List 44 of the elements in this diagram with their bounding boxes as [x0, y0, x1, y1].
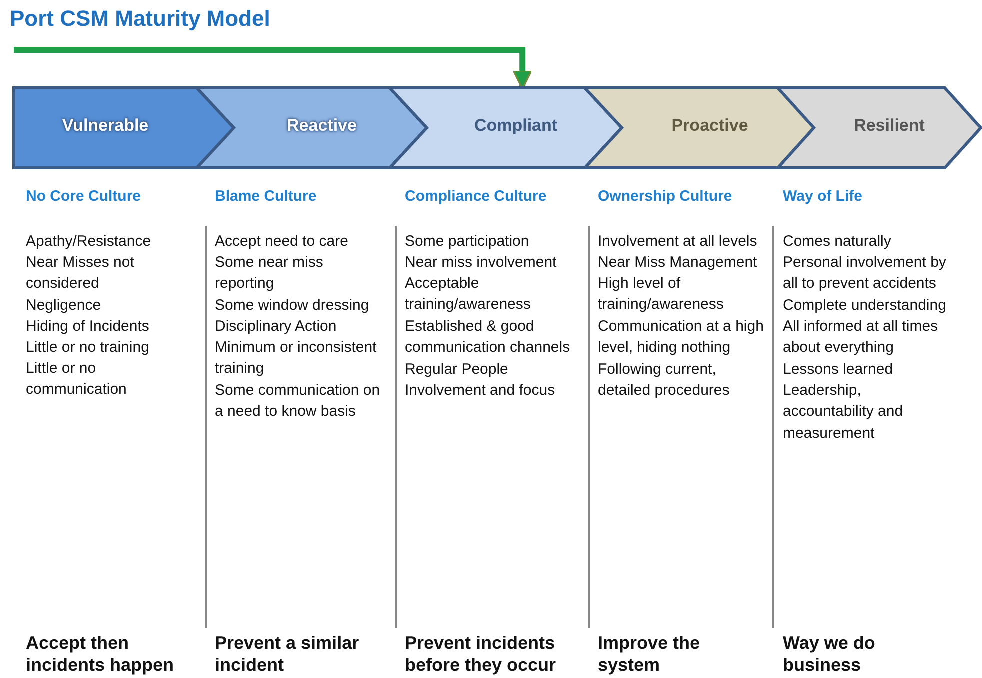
- list-item: Apathy/Resistance: [26, 232, 152, 252]
- column-heading: Ownership Culture: [598, 188, 732, 205]
- list-item: Little or no training: [26, 338, 150, 358]
- list-item: Near Miss Management: [598, 253, 758, 273]
- list-item: Near Misses not considered: [26, 253, 136, 294]
- chevron-label: Reactive: [287, 116, 357, 136]
- list-item: Regular People Involvement and focus: [405, 360, 556, 402]
- summary-text: Improve the system: [598, 632, 702, 676]
- list-item: Accept need to care: [215, 232, 350, 252]
- column-heading: Compliance Culture: [405, 188, 547, 205]
- list-item: Minimum or inconsistent training: [215, 338, 378, 380]
- chevron-label: Proactive: [672, 116, 748, 136]
- title: Port CSM Maturity Model: [10, 6, 270, 32]
- list-item: Disciplinary Action: [215, 317, 338, 337]
- list-item: Acceptable training/awareness: [405, 274, 532, 316]
- list-item: Some participation: [405, 232, 530, 252]
- list-item: Some window dressing: [215, 296, 370, 316]
- list-item: Little or no communication: [26, 359, 128, 400]
- list-item: Leadership, accountability and measurement: [783, 381, 904, 444]
- column-heading: Blame Culture: [215, 188, 317, 205]
- list-item: Communication at a high level, hiding nothing: [598, 317, 765, 358]
- column-heading: No Core Culture: [26, 188, 142, 205]
- list-item: Established & good communication channels: [405, 317, 572, 358]
- column-heading: Way of Life: [783, 188, 862, 205]
- list-item: Lessons learned: [783, 360, 894, 380]
- chevron-label: Vulnerable: [62, 116, 149, 136]
- list-item: Personal involvement by all to prevent accidents: [783, 253, 948, 294]
- list-item: All informed at all times about everything: [783, 317, 940, 358]
- list-item: Complete understanding: [783, 296, 948, 316]
- summary-text: Prevent a similar incident: [215, 632, 360, 676]
- list-item: Negligence: [26, 296, 102, 316]
- summary-text: Prevent incidents before they occur: [405, 632, 558, 676]
- list-item: Some communication on a need to know basis: [215, 381, 382, 422]
- summary-text: Way we do business: [783, 632, 876, 676]
- list-item: Some near miss reporting: [215, 253, 324, 294]
- list-item: Hiding of Incidents: [26, 317, 150, 337]
- list-item: Involvement at all levels: [598, 232, 758, 252]
- list-item: Following current, detailed procedures: [598, 360, 731, 402]
- chevron-label: Compliant: [474, 116, 558, 136]
- list-item: Near miss involvement: [405, 253, 558, 273]
- list-item: High level of training/awareness: [598, 274, 725, 316]
- summary-text: Accept then incidents happen: [26, 632, 176, 676]
- chevron-label: Resilient: [854, 116, 925, 136]
- list-item: Comes naturally: [783, 232, 892, 252]
